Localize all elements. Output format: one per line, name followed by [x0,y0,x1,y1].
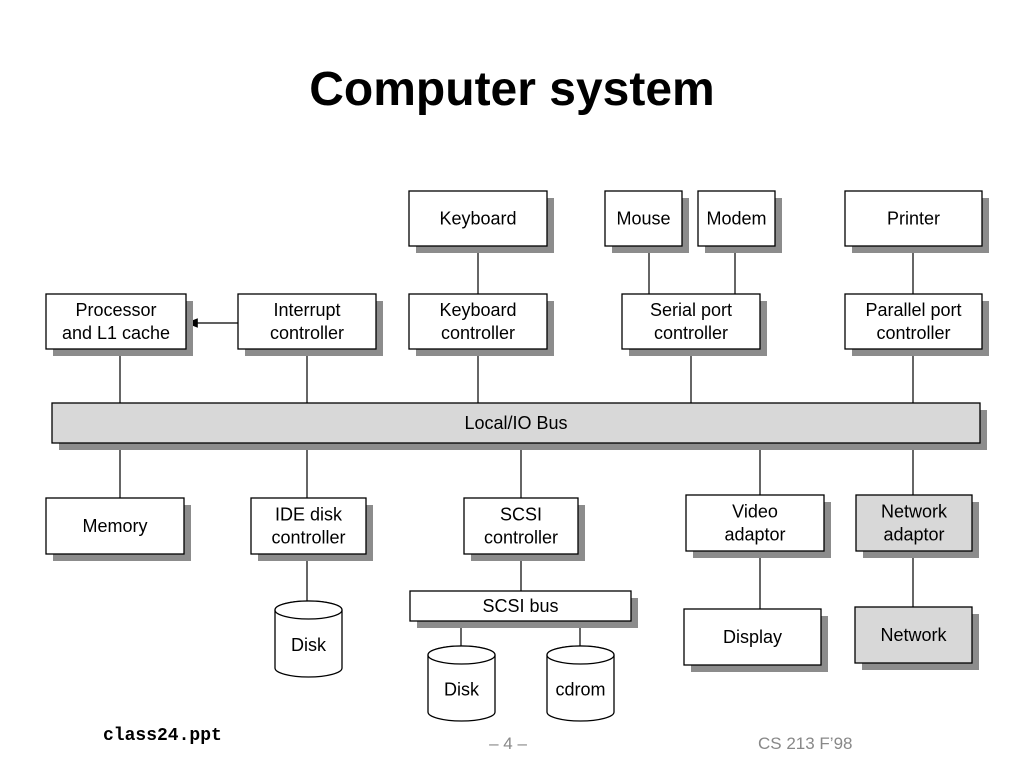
box-label: Keyboard [439,209,516,229]
box-frame [855,494,973,552]
box-label: Display [723,627,782,647]
box-label: Network [880,625,947,645]
network-box: Network [854,606,979,670]
box-label: SCSI [500,505,542,525]
cylinder-label: Disk [444,680,480,700]
box-label: Mouse [616,209,670,229]
box-frame [51,402,981,444]
keyboard-controller-box: Keyboard controller [408,293,554,356]
box-label: Modem [706,209,766,229]
mouse-box: Mouse [604,190,689,253]
processor-box: Processor and L1 cache [45,293,193,356]
box-label: controller [654,323,728,343]
display-box: Display [683,608,828,672]
box-frame [697,190,776,247]
box-frame [250,497,367,555]
modem-box: Modem [697,190,782,253]
video-adaptor-box: Video adaptor [685,494,831,558]
interrupt-controller-box: Interrupt controller [237,293,383,356]
slide-title: Computer system [309,63,715,116]
scsi-bus-box: SCSI bus [409,590,638,628]
box-label: IDE disk [275,505,343,525]
box-label: Network [881,502,948,522]
ide-disk-cylinder: Disk [274,600,343,678]
cdrom-cylinder: cdrom [546,645,615,722]
local-io-bus-box: Local/IO Bus [51,402,987,450]
footer-filename: class24.ppt [103,726,222,746]
box-label: adaptor [883,525,944,545]
box-label: controller [876,323,950,343]
box-frame [408,190,548,247]
network-adaptor-box: Network adaptor [855,494,979,558]
footer-course: CS 213 F’98 [758,734,853,753]
box-label: controller [441,323,515,343]
box-frame [237,293,377,350]
box-label: Memory [82,516,147,536]
footer-page-number: – 4 – [489,734,527,753]
box-label: SCSI bus [482,596,558,616]
box-frame [844,293,983,350]
keyboard-box: Keyboard [408,190,554,253]
box-label: Local/IO Bus [464,413,567,433]
box-label: controller [270,323,344,343]
box-frame [685,494,825,552]
box-frame [604,190,683,247]
box-label: and L1 cache [62,323,170,343]
box-label: Printer [887,209,940,229]
box-label: Parallel port [865,300,961,320]
scsi-disk-cylinder: Disk [427,645,496,722]
cylinder-top [546,645,615,665]
ide-disk-controller-box: IDE disk controller [250,497,373,561]
box-frame [844,190,983,247]
memory-box: Memory [45,497,191,561]
parallel-port-controller-box: Parallel port controller [844,293,989,356]
box-frame [463,497,579,555]
cylinder-label: cdrom [555,680,605,700]
box-label: controller [484,528,558,548]
box-frame [45,497,185,555]
box-label: adaptor [724,525,785,545]
cylinder-top [427,645,496,665]
printer-box: Printer [844,190,989,253]
box-label: Keyboard [439,300,516,320]
box-frame [45,293,187,350]
box-label: controller [271,528,345,548]
box-frame [683,608,822,666]
box-label: Processor [75,300,156,320]
box-frame [408,293,548,350]
box-frame [621,293,761,350]
scsi-controller-box: SCSI controller [463,497,585,561]
box-label: Serial port [650,300,732,320]
box-label: Interrupt [273,300,340,320]
box-frame [854,606,973,664]
box-label: Video [732,502,778,522]
cylinder-top [274,600,343,620]
serial-port-controller-box: Serial port controller [621,293,767,356]
box-frame [409,590,632,622]
cylinder-label: Disk [291,635,327,655]
